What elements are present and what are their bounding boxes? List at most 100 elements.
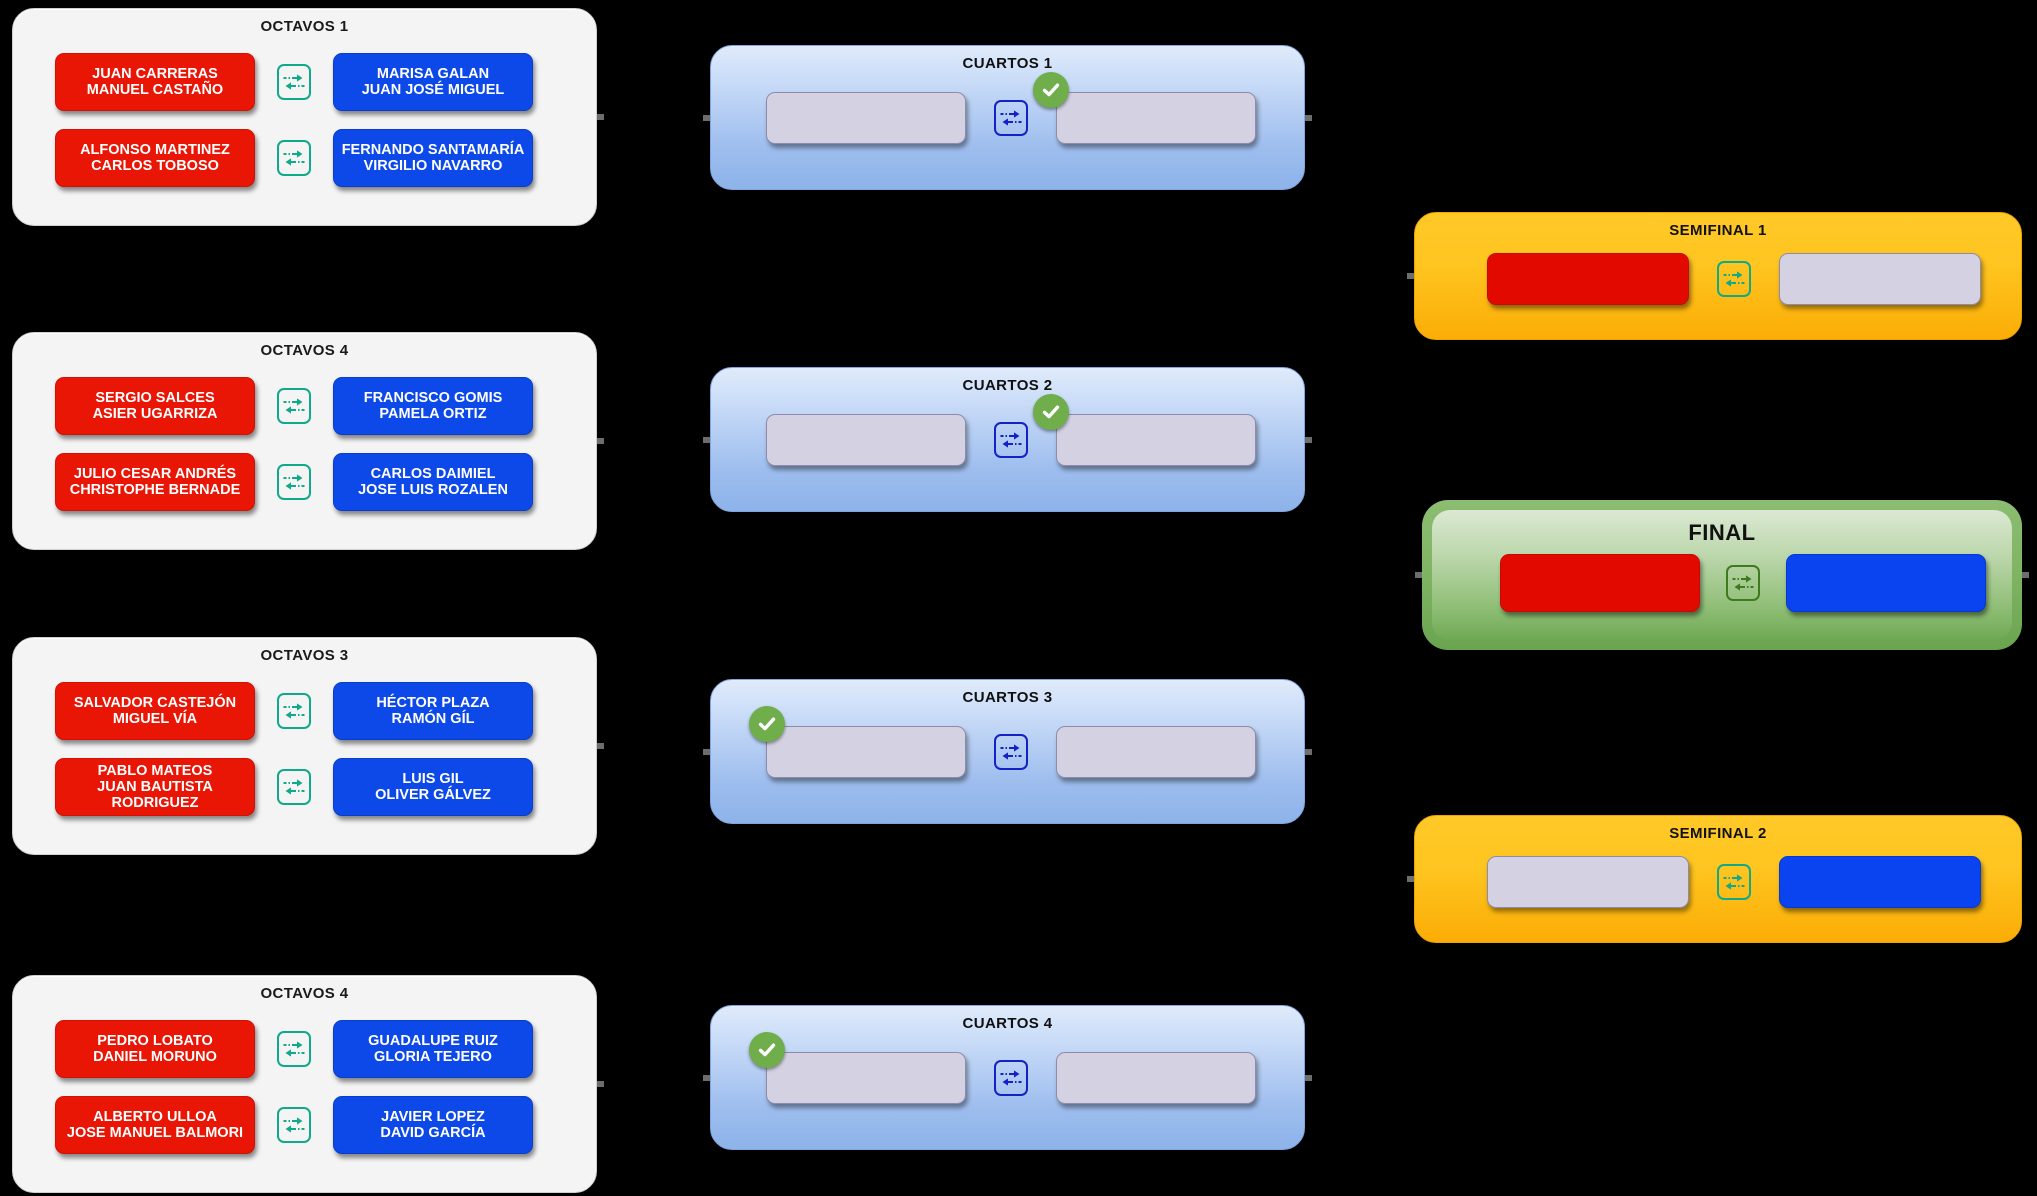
slot-right[interactable]: [1779, 253, 1981, 305]
swap-horizontal-icon[interactable]: [1717, 261, 1751, 297]
connector-stub: [1407, 876, 1414, 882]
match-row: SALVADOR CASTEJÓN MIGUEL VÍA HÉCTOR PLAZA…: [13, 682, 596, 740]
team-chip-right[interactable]: FRANCISCO GOMIS PAMELA ORTIZ: [333, 377, 533, 435]
octavos-title: OCTAVOS 3: [260, 647, 349, 664]
connector-stub: [1415, 572, 1422, 578]
team-chip-right[interactable]: LUIS GIL OLIVER GÁLVEZ: [333, 758, 533, 816]
slot-left[interactable]: [1500, 554, 1700, 612]
octavos-title: OCTAVOS 1: [260, 18, 349, 35]
team-chip-right[interactable]: GUADALUPE RUIZ GLORIA TEJERO: [333, 1020, 533, 1078]
slot-left[interactable]: [766, 414, 966, 466]
octavos-title: OCTAVOS 4: [260, 342, 349, 359]
match-row: PABLO MATEOS JUAN BAUTISTA RODRIGUEZ LUIS…: [13, 758, 596, 816]
match-row: JUAN CARRERAS MANUEL CASTAÑO MARISA GALAN…: [13, 53, 596, 111]
swap-horizontal-icon[interactable]: [277, 464, 311, 500]
match-row: [1415, 856, 2021, 908]
team-chip-left[interactable]: JUAN CARRERAS MANUEL CASTAÑO: [55, 53, 255, 111]
cuartos-title: CUARTOS 2: [962, 377, 1053, 394]
octavos-panel-3: OCTAVOS 3 SALVADOR CASTEJÓN MIGUEL VÍA HÉC…: [12, 637, 597, 855]
team-chip-right[interactable]: MARISA GALAN JUAN JOSÉ MIGUEL: [333, 53, 533, 111]
final-panel-inner: FINAL: [1432, 510, 2012, 640]
team-chip-left[interactable]: ALBERTO ULLOA JOSE MANUEL BALMORI: [55, 1096, 255, 1154]
final-panel: FINAL: [1422, 500, 2022, 650]
octavos-panel-1: OCTAVOS 1 JUAN CARRERAS MANUEL CASTAÑO MAR…: [12, 8, 597, 226]
swap-horizontal-icon[interactable]: [277, 1107, 311, 1143]
slot-left[interactable]: [1487, 856, 1689, 908]
cuartos-panel-2: CUARTOS 2: [710, 367, 1305, 512]
swap-horizontal-icon[interactable]: [994, 422, 1028, 458]
check-circle-icon: [1033, 394, 1069, 430]
cuartos-title: CUARTOS 4: [962, 1015, 1053, 1032]
check-circle-icon: [749, 1032, 785, 1068]
team-chip-right[interactable]: JAVIER LOPEZ DAVID GARCÍA: [333, 1096, 533, 1154]
slot-right[interactable]: [1779, 856, 1981, 908]
connector-stub: [703, 436, 710, 443]
swap-horizontal-icon[interactable]: [1717, 864, 1751, 900]
team-chip-left[interactable]: SALVADOR CASTEJÓN MIGUEL VÍA: [55, 682, 255, 740]
connector-stub: [1305, 436, 1312, 443]
swap-horizontal-icon[interactable]: [277, 769, 311, 805]
match-row: [1432, 554, 2012, 612]
swap-horizontal-icon[interactable]: [277, 1031, 311, 1067]
connector-stub: [1407, 273, 1414, 279]
swap-horizontal-icon[interactable]: [277, 693, 311, 729]
connector-stub: [597, 1081, 604, 1087]
match-row: PEDRO LOBATO DANIEL MORUNO GUADALUPE RUIZ…: [13, 1020, 596, 1078]
connector-stub: [703, 1074, 710, 1081]
match-row: JULIO CESAR ANDRÉS CHRISTOPHE BERNADE CAR…: [13, 453, 596, 511]
connector-stub: [1305, 748, 1312, 755]
connector-stub: [2022, 572, 2029, 578]
swap-horizontal-icon[interactable]: [277, 64, 311, 100]
team-chip-left[interactable]: SERGIO SALCES ASIER UGARRIZA: [55, 377, 255, 435]
semifinal-panel-2: SEMIFINAL 2: [1414, 815, 2022, 943]
cuartos-panel-3: CUARTOS 3: [710, 679, 1305, 824]
swap-horizontal-icon[interactable]: [277, 388, 311, 424]
match-row: SERGIO SALCES ASIER UGARRIZA FRANCISCO GO…: [13, 377, 596, 435]
semifinal-panel-1: SEMIFINAL 1: [1414, 212, 2022, 340]
slot-left[interactable]: [766, 1052, 966, 1104]
team-chip-right[interactable]: CARLOS DAIMIEL JOSE LUIS ROZALEN: [333, 453, 533, 511]
team-chip-left[interactable]: PABLO MATEOS JUAN BAUTISTA RODRIGUEZ: [55, 758, 255, 816]
swap-horizontal-icon[interactable]: [994, 1060, 1028, 1096]
connector-stub: [703, 114, 710, 121]
slot-right[interactable]: [1056, 92, 1256, 144]
connector-stub: [597, 743, 604, 749]
cuartos-panel-4: CUARTOS 4: [710, 1005, 1305, 1150]
swap-horizontal-icon[interactable]: [277, 140, 311, 176]
match-row: [711, 92, 1304, 144]
check-circle-icon: [1033, 72, 1069, 108]
swap-horizontal-icon[interactable]: [994, 100, 1028, 136]
connector-stub: [597, 114, 604, 120]
swap-horizontal-icon[interactable]: [1726, 565, 1760, 601]
slot-right[interactable]: [1056, 1052, 1256, 1104]
slot-right[interactable]: [1056, 414, 1256, 466]
slot-left[interactable]: [766, 92, 966, 144]
octavos-panel-2: OCTAVOS 4 SERGIO SALCES ASIER UGARRIZA FRA…: [12, 332, 597, 550]
slot-left[interactable]: [1487, 253, 1689, 305]
check-circle-icon: [749, 706, 785, 742]
match-row: ALFONSO MARTINEZ CARLOS TOBOSO FERNANDO S…: [13, 129, 596, 187]
match-row: [711, 414, 1304, 466]
team-chip-right[interactable]: FERNANDO SANTAMARÍA VIRGILIO NAVARRO: [333, 129, 533, 187]
connector-stub: [1305, 1074, 1312, 1081]
team-chip-right[interactable]: HÉCTOR PLAZA RAMÓN GÍL: [333, 682, 533, 740]
slot-right[interactable]: [1056, 726, 1256, 778]
team-chip-left[interactable]: ALFONSO MARTINEZ CARLOS TOBOSO: [55, 129, 255, 187]
slot-left[interactable]: [766, 726, 966, 778]
swap-horizontal-icon[interactable]: [994, 734, 1028, 770]
team-chip-left[interactable]: JULIO CESAR ANDRÉS CHRISTOPHE BERNADE: [55, 453, 255, 511]
team-chip-left[interactable]: PEDRO LOBATO DANIEL MORUNO: [55, 1020, 255, 1078]
match-row: [711, 1052, 1304, 1104]
cuartos-panel-1: CUARTOS 1: [710, 45, 1305, 190]
connector-stub: [703, 748, 710, 755]
semifinal-title: SEMIFINAL 1: [1669, 222, 1767, 239]
cuartos-title: CUARTOS 1: [962, 55, 1053, 72]
final-title: FINAL: [1688, 520, 1756, 545]
slot-right[interactable]: [1786, 554, 1986, 612]
match-row: [1415, 253, 2021, 305]
match-row: ALBERTO ULLOA JOSE MANUEL BALMORI JAVIER …: [13, 1096, 596, 1154]
semifinal-title: SEMIFINAL 2: [1669, 825, 1767, 842]
cuartos-title: CUARTOS 3: [962, 689, 1053, 706]
